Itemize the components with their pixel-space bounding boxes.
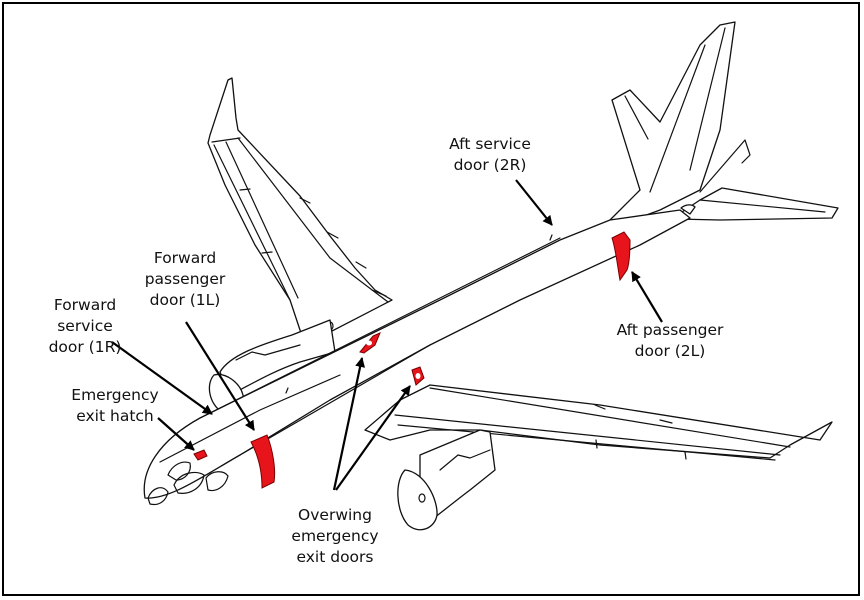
right-wing — [364, 384, 833, 461]
label-forward-service-door: Forward service door (1R) — [48, 296, 122, 356]
emergency-exit-hatch-marker — [193, 449, 208, 461]
aft-passenger-door-2l — [611, 231, 631, 282]
cockpit-windows — [147, 461, 229, 506]
service-door-2r-marker — [549, 234, 553, 241]
overwing-exit-door-lower-window — [415, 373, 421, 379]
arrow-forward-passenger-door — [185, 321, 255, 431]
arrow-overwing-exit-lower — [335, 385, 411, 491]
horizontal-stabilizer — [675, 187, 839, 221]
right-engine — [397, 429, 496, 531]
label-aft-passenger-door: Aft passenger door (2L) — [616, 321, 724, 360]
label-aft-service-door: Aft service door (2R) — [449, 135, 531, 174]
callout-arrows — [111, 179, 663, 491]
doors — [193, 231, 631, 489]
arrow-aft-passenger-door — [631, 271, 663, 323]
fuselage — [143, 209, 691, 499]
arrow-emergency-exit-hatch — [157, 417, 195, 451]
arrow-forward-service-door — [111, 341, 213, 415]
forward-passenger-door-1l — [250, 434, 276, 489]
overwing-exit-door-upper-window — [366, 340, 372, 346]
arrow-overwing-exit-upper — [332, 357, 366, 491]
label-overwing-exit-doors: Overwing emergency exit doors — [291, 506, 379, 566]
label-forward-passenger-door: Forward passenger door (1L) — [144, 249, 226, 309]
service-door-1r-marker — [285, 387, 289, 394]
label-emergency-exit-hatch: Emergency exit hatch — [71, 386, 159, 425]
left-wing — [207, 77, 393, 346]
arrow-aft-service-door — [515, 179, 553, 226]
